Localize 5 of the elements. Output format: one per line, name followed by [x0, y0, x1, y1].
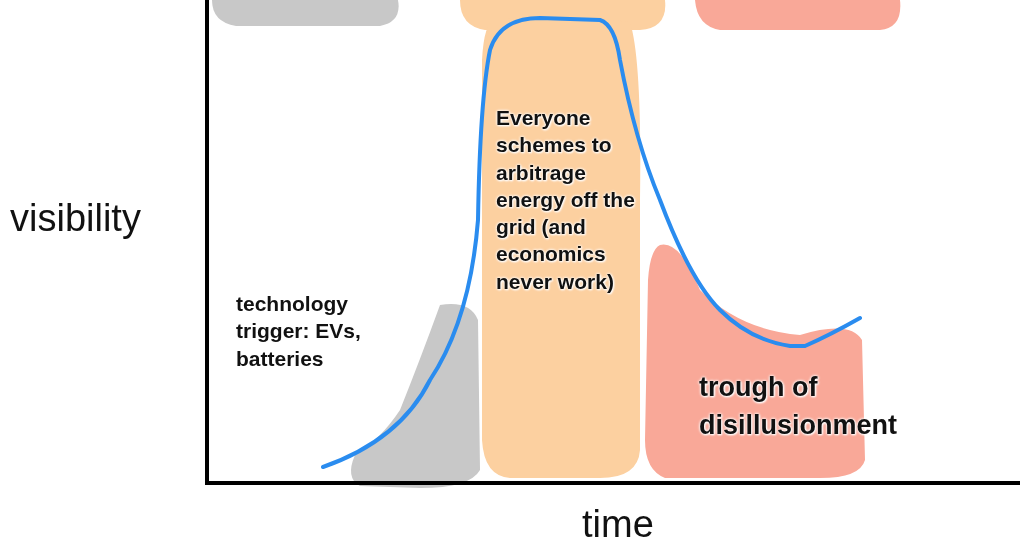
- axis-label: time: [582, 502, 655, 547]
- annotation-text: trough of disillusionment: [699, 371, 899, 442]
- axis-label: visibility: [10, 196, 142, 241]
- annotation-text: technology trigger: EVs, batteries: [236, 291, 362, 372]
- annotation-text: Everyone schemes to arbitrage energy off the grid (and economics never work): [496, 105, 636, 295]
